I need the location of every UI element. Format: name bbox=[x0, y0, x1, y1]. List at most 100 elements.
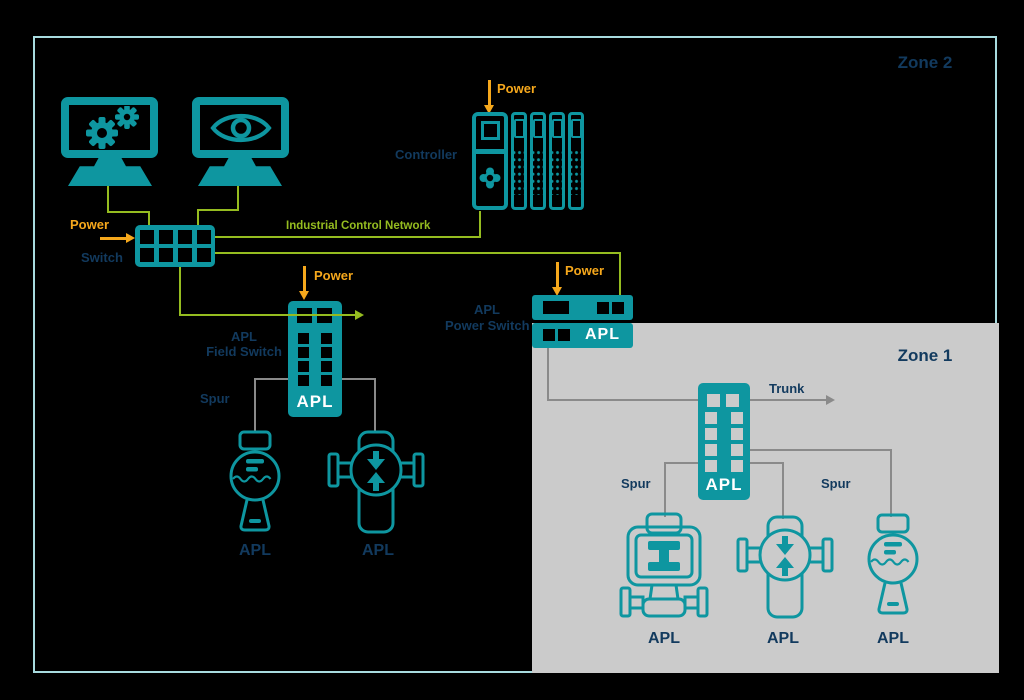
port bbox=[298, 375, 309, 386]
main-switch bbox=[135, 225, 215, 267]
zone1-label: Zone 1 bbox=[897, 346, 953, 365]
icn-line-to-power-switch bbox=[619, 252, 621, 295]
port bbox=[139, 248, 154, 262]
io-module bbox=[511, 112, 527, 210]
spur-ports bbox=[288, 333, 342, 386]
zone1-apl-field-switch: APL bbox=[698, 383, 750, 500]
cable-ws1 bbox=[107, 211, 150, 213]
port bbox=[321, 361, 332, 372]
port bbox=[705, 428, 717, 440]
io-module-display bbox=[570, 119, 582, 138]
gears-icon bbox=[85, 105, 139, 149]
apl-badge: APL bbox=[585, 326, 620, 343]
spur-line bbox=[750, 449, 892, 451]
spur-label-zone1-right: Spur bbox=[821, 476, 851, 491]
power-switch-label-line1: APL bbox=[474, 302, 500, 317]
cable-ws2 bbox=[197, 209, 199, 225]
valve-device bbox=[327, 430, 425, 534]
port bbox=[196, 248, 211, 262]
icn-line-to-power-switch bbox=[215, 252, 621, 254]
port bbox=[705, 412, 717, 424]
eye-icon bbox=[209, 113, 272, 142]
port bbox=[298, 361, 309, 372]
icn-line bbox=[479, 211, 481, 238]
port bbox=[558, 329, 570, 341]
port bbox=[158, 230, 173, 244]
field-switch-label: APL Field Switch bbox=[198, 329, 290, 359]
trunk-label: Trunk bbox=[769, 381, 805, 396]
uplink-port bbox=[726, 394, 739, 407]
port bbox=[321, 333, 332, 344]
port bbox=[731, 460, 743, 472]
main-switch-label: Switch bbox=[81, 250, 123, 265]
power-arrow-main-switch bbox=[100, 237, 126, 240]
power-arrowhead bbox=[484, 105, 494, 114]
io-terminals bbox=[570, 149, 582, 195]
device-label: APL bbox=[767, 630, 799, 647]
power-arrow-power-switch bbox=[556, 262, 559, 288]
line-to-field-switch bbox=[179, 314, 355, 316]
port bbox=[705, 460, 717, 472]
spur-ports bbox=[698, 412, 750, 472]
power-arrowhead bbox=[299, 291, 309, 300]
level-transmitter-device bbox=[229, 430, 281, 532]
icn-line bbox=[215, 236, 481, 238]
io-module-display bbox=[532, 119, 544, 138]
cable-ws2 bbox=[237, 185, 239, 210]
apl-field-switch: APL bbox=[288, 301, 342, 417]
port bbox=[196, 230, 211, 244]
apl-badge: APL bbox=[705, 475, 743, 494]
controller-cpu-module bbox=[472, 112, 508, 210]
operator-workstation bbox=[192, 97, 289, 158]
field-line-arrowhead bbox=[355, 310, 364, 320]
spur-line bbox=[890, 449, 892, 517]
spur-line bbox=[374, 378, 376, 433]
apl-badge: APL bbox=[296, 392, 334, 411]
power-arrow-controller bbox=[488, 80, 491, 106]
port bbox=[298, 347, 309, 358]
port bbox=[298, 333, 309, 344]
trunk-arrowhead bbox=[826, 395, 835, 405]
device-label: APL bbox=[877, 630, 909, 647]
trunk-line bbox=[547, 348, 549, 401]
power-switch-label: APL Power Switch bbox=[445, 302, 530, 334]
port bbox=[321, 347, 332, 358]
uplink-port bbox=[707, 394, 720, 407]
io-module-display bbox=[551, 119, 563, 138]
power-label-main-switch: Power bbox=[70, 217, 110, 232]
device-label: APL bbox=[648, 630, 680, 647]
switch-ports bbox=[135, 225, 215, 267]
field-switch-label-line1: APL bbox=[231, 329, 257, 344]
port bbox=[158, 248, 173, 262]
device-label: APL bbox=[362, 542, 394, 559]
level-transmitter-device bbox=[867, 513, 919, 615]
power-arrow-field-switch bbox=[303, 266, 306, 292]
port bbox=[705, 444, 717, 456]
cpu-divider bbox=[476, 149, 504, 154]
power-arrowhead bbox=[126, 233, 135, 243]
spur-line bbox=[750, 462, 784, 464]
spur-line bbox=[664, 462, 666, 517]
spur-line bbox=[254, 378, 256, 432]
wide-port bbox=[543, 301, 569, 314]
port bbox=[597, 302, 609, 314]
port bbox=[731, 428, 743, 440]
power-label-field-switch: Power bbox=[314, 268, 354, 283]
io-module bbox=[568, 112, 584, 210]
power-label-power-switch: Power bbox=[565, 263, 605, 278]
icn-label: Industrial Control Network bbox=[286, 220, 431, 232]
cable-ws1 bbox=[107, 185, 109, 212]
cpu-clover-icon bbox=[479, 167, 501, 189]
controller-label: Controller bbox=[395, 147, 458, 162]
spur-line bbox=[664, 462, 698, 464]
io-terminals bbox=[551, 149, 563, 195]
port bbox=[177, 248, 192, 262]
spur-line bbox=[342, 378, 375, 380]
cable-ws1 bbox=[148, 211, 150, 225]
zone1-region bbox=[532, 323, 999, 673]
io-module bbox=[530, 112, 546, 210]
power-switch-label-line2: Power Switch bbox=[445, 318, 530, 333]
port bbox=[139, 230, 154, 244]
io-terminals bbox=[513, 149, 525, 195]
